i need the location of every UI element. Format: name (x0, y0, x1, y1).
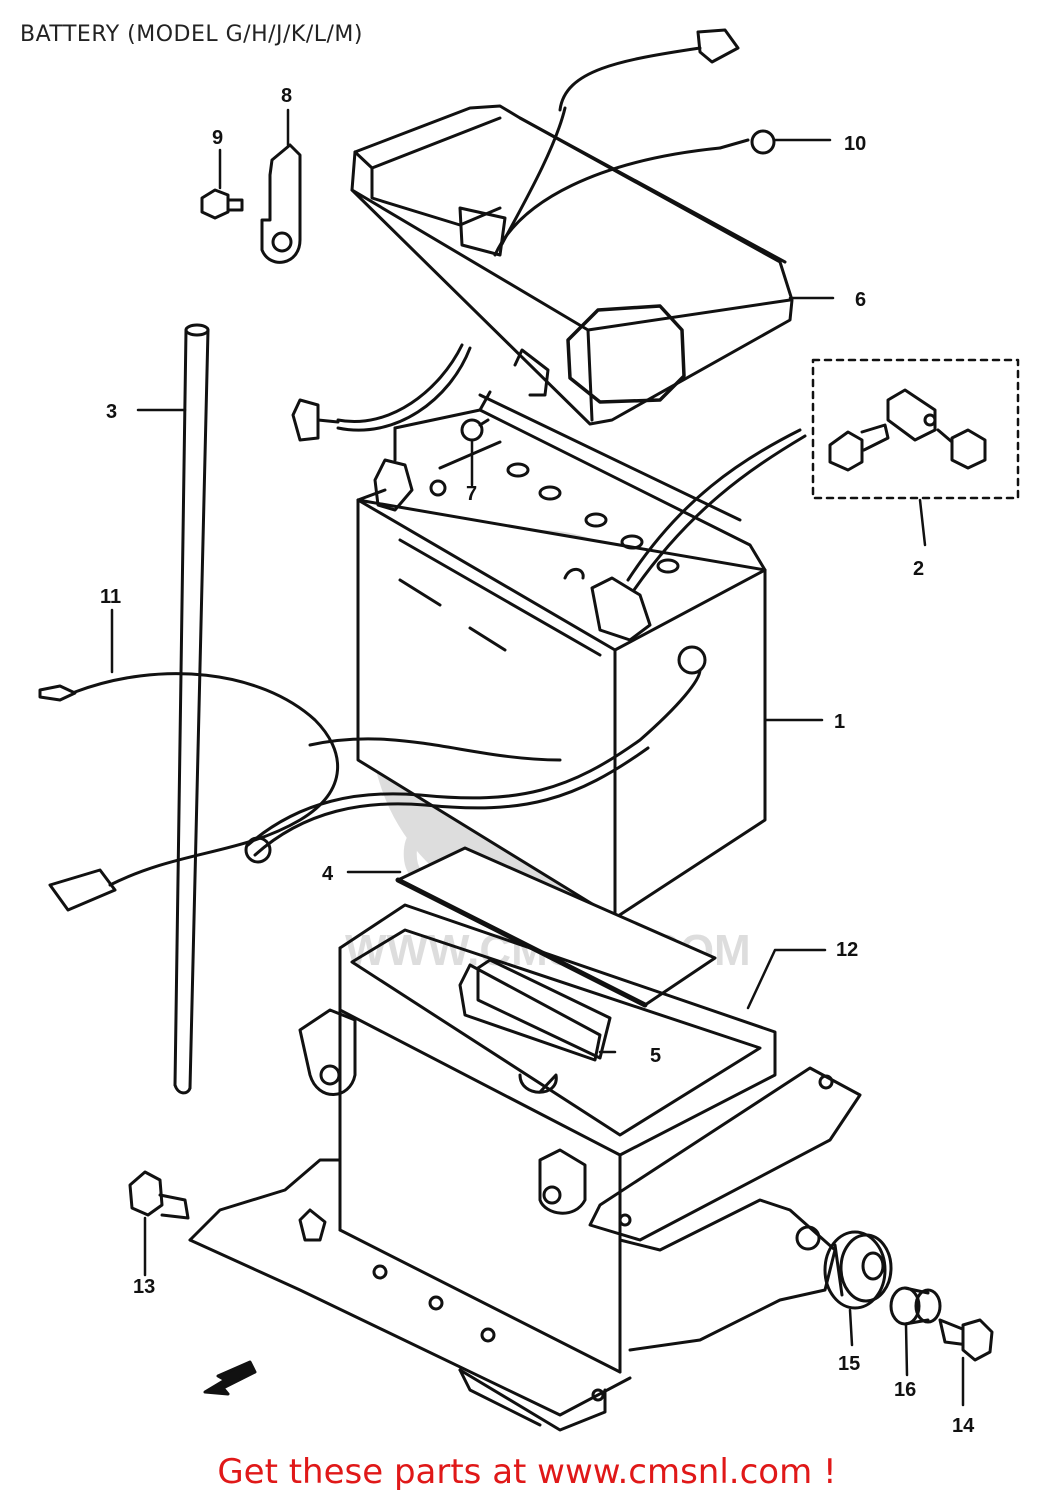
bolt-13 (128, 1170, 190, 1220)
callout-15: 15 (838, 1353, 860, 1375)
front-arrow-icon (203, 1360, 257, 1396)
collar-16 (889, 1286, 942, 1326)
callout-7: 7 (466, 483, 477, 505)
callout-9: 9 (212, 127, 223, 149)
positive-cable (626, 428, 807, 592)
terminal-bolt-set (811, 358, 1020, 500)
tray-rubber (476, 958, 612, 1060)
leader-lines (110, 108, 965, 1407)
battery-tray (298, 903, 777, 1374)
callout-labels: 1 2 3 4 5 6 7 8 9 10 11 12 13 14 15 16 (100, 85, 975, 1437)
diagram-title: BATTERY (MODEL G/H/J/K/L/M) (20, 22, 363, 47)
battery (356, 390, 767, 920)
bolt-14 (938, 1318, 994, 1362)
grommet-15 (823, 1230, 893, 1310)
battery-cell-caps (506, 462, 680, 574)
callout-11: 11 (100, 586, 121, 608)
callout-12: 12 (836, 939, 858, 961)
callout-14: 14 (952, 1415, 975, 1437)
callout-4: 4 (322, 863, 334, 885)
lower-frame (188, 1066, 862, 1432)
callout-10: 10 (844, 133, 866, 155)
callout-2: 2 (913, 558, 924, 580)
vent-cable (493, 28, 776, 257)
footer-link-text[interactable]: Get these parts at www.cmsnl.com ! (217, 1452, 837, 1492)
negative-cable (291, 343, 472, 442)
bolt-9 (200, 188, 244, 220)
callout-6: 6 (855, 289, 866, 311)
callout-13: 13 (133, 1276, 155, 1298)
rubber-pad (395, 846, 717, 1008)
callout-3: 3 (106, 401, 117, 423)
callout-1: 1 (834, 711, 845, 733)
battery-cover (350, 104, 794, 426)
callout-16: 16 (894, 1379, 916, 1401)
callout-5: 5 (650, 1045, 661, 1067)
screw-7 (460, 418, 490, 442)
wire-harness (38, 645, 707, 912)
bracket-8 (260, 143, 302, 264)
breather-hose (173, 323, 210, 1095)
callout-8: 8 (281, 85, 292, 107)
